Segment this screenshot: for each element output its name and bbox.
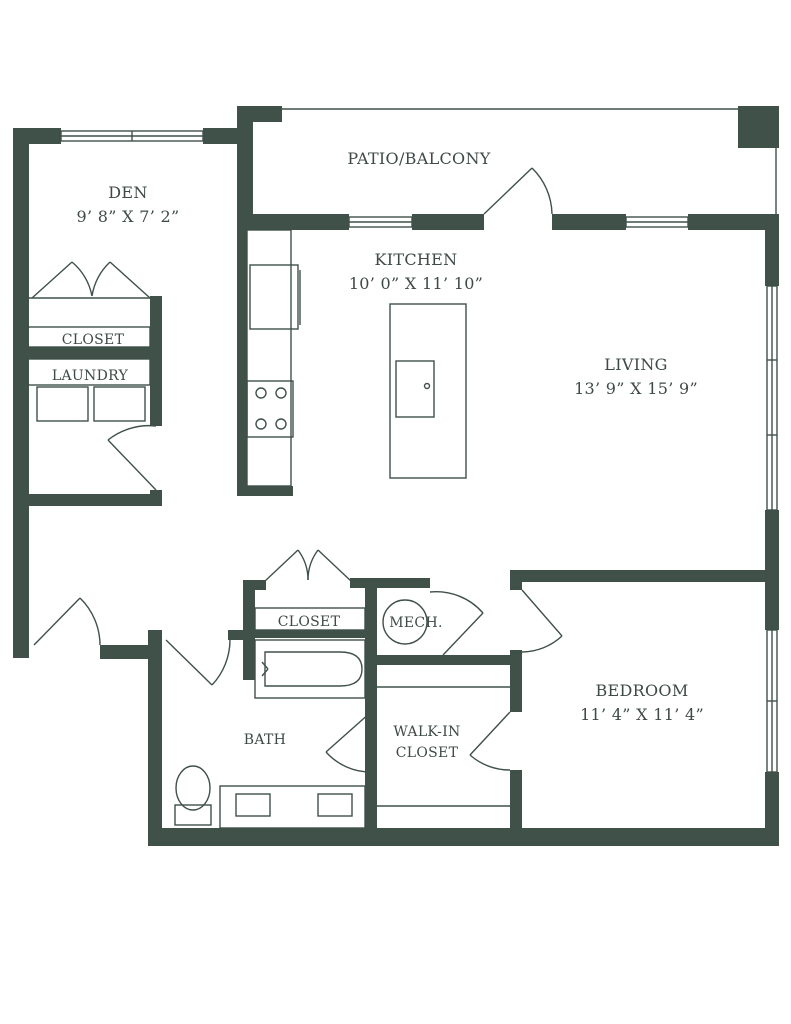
kitchen-sink: [395, 360, 435, 418]
den-closet-shelf: [27, 326, 151, 348]
walkin-shelves: [377, 686, 510, 807]
washer-dryer: [27, 358, 151, 422]
walkin-label-line2: CLOSET: [396, 745, 459, 761]
den-dims: 9’ 8” X 7’ 2”: [77, 207, 180, 226]
bedroom-dims: 11’ 4” X 11’ 4”: [580, 705, 704, 724]
bath-vanity: [219, 785, 366, 829]
bedroom-door: [521, 589, 563, 653]
patio-column: [738, 106, 779, 148]
bath-label: BATH: [244, 732, 286, 748]
windows: [60, 130, 778, 773]
patio-label: PATIO/BALCONY: [347, 149, 490, 168]
kitchen-dims: 10’ 0” X 11’ 10”: [349, 274, 483, 293]
den-closet-label: CLOSET: [62, 332, 125, 348]
toilet: [174, 765, 212, 826]
den-closet-doors: [25, 261, 151, 299]
laundry-door: [107, 424, 157, 491]
entry-door: [33, 597, 101, 646]
window-kitchen: [348, 216, 413, 228]
kitchen-counter: [246, 229, 301, 487]
fridge: [249, 264, 299, 330]
window-living-right: [766, 285, 778, 511]
range: [246, 380, 294, 438]
walkin-door-bath: [325, 711, 372, 773]
water-heater: [382, 599, 428, 645]
kitchen-label: KITCHEN: [375, 250, 458, 269]
den-label: DEN: [108, 183, 147, 202]
window-bedroom: [766, 629, 778, 773]
mech-door: [429, 590, 484, 656]
hall-closet-doors: [263, 549, 353, 583]
kitchen-island: [389, 303, 467, 479]
doors: [25, 167, 563, 773]
walls: [13, 106, 779, 846]
patio-door: [483, 167, 553, 215]
living-dims: 13’ 9” X 15’ 9”: [574, 379, 698, 398]
laundry-label: LAUNDRY: [52, 368, 129, 384]
mech-label: MECH.: [389, 615, 442, 631]
walkin-label-line1: WALK-IN: [393, 724, 460, 740]
living-label: LIVING: [604, 355, 667, 374]
hall-closet-shelf: [254, 607, 366, 631]
bedroom-label: BEDROOM: [595, 681, 688, 700]
walkin-door-bedroom: [469, 711, 511, 771]
bathtub: [254, 639, 366, 699]
bath-door: [165, 639, 231, 686]
patio-balcony: [282, 106, 779, 215]
window-den: [60, 130, 204, 142]
window-living-top: [625, 216, 689, 228]
fixtures: [27, 229, 510, 829]
hall-closet-label: CLOSET: [278, 614, 341, 630]
labels: DEN 9’ 8” X 7’ 2” PATIO/BALCONY KITCHEN …: [52, 149, 704, 761]
